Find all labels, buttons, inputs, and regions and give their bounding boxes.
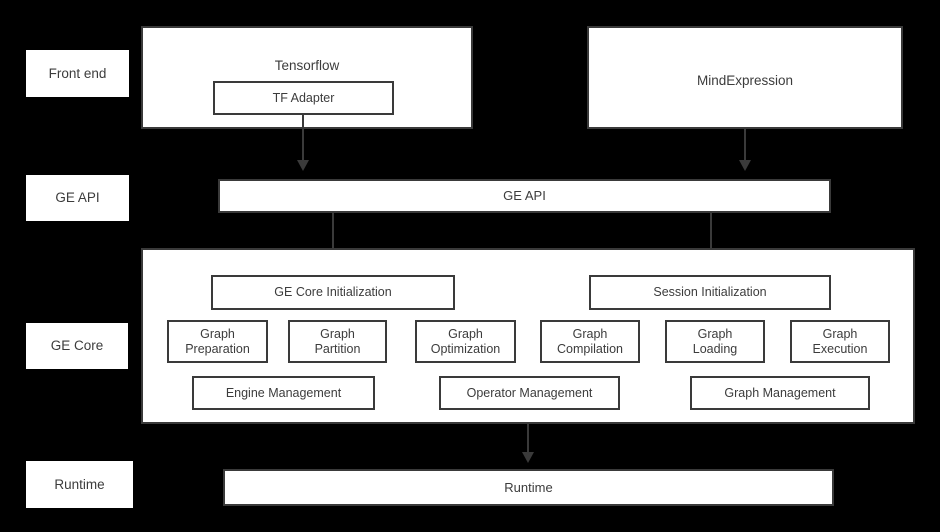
graph-partition-label: Graph Partition [314,326,361,356]
stage-label-text: GE API [55,190,100,206]
operator-management-label: Operator Management [466,385,593,400]
graph-execution-box[interactable]: Graph Execution [790,320,890,363]
mindexpression-container: MindExpression [587,26,903,129]
tf-adapter-box[interactable]: TF Adapter [213,81,394,115]
runtime-bar-label: Runtime [504,479,553,495]
stage-label-text: Front end [48,65,107,81]
graph-compilation-box[interactable]: Graph Compilation [540,320,640,363]
stage-label-text: GE Core [50,338,104,354]
arrowhead-icon [739,160,751,171]
graph-preparation-box[interactable]: Graph Preparation [167,320,268,363]
connector-tf-adapter-to-ge-api [302,115,304,163]
ge-api-bar[interactable]: GE API [218,179,831,213]
arrowhead-icon [522,452,534,463]
session-initialization-label: Session Initialization [653,285,767,300]
engine-management-box[interactable]: Engine Management [192,376,375,410]
connector-ge-api-to-session-initialization [710,213,712,261]
arrowhead-icon [297,160,309,171]
graph-execution-label: Graph Execution [812,326,868,356]
ge-core-initialization-box[interactable]: GE Core Initialization [211,275,455,310]
session-initialization-box[interactable]: Session Initialization [589,275,831,310]
tensorflow-title: Tensorflow [274,58,340,73]
tf-adapter-label: TF Adapter [272,90,335,105]
engine-management-label: Engine Management [225,385,342,400]
operator-management-box[interactable]: Operator Management [439,376,620,410]
graph-loading-box[interactable]: Graph Loading [665,320,765,363]
graph-partition-box[interactable]: Graph Partition [288,320,387,363]
runtime-bar[interactable]: Runtime [223,469,834,506]
stage-label-ge-api: GE API [26,175,129,221]
graph-compilation-label: Graph Compilation [556,326,623,356]
connector-ge-core-to-runtime [527,424,529,456]
graph-loading-label: Graph Loading [692,326,738,356]
mindexpression-title: MindExpression [696,73,794,88]
graph-optimization-label: Graph Optimization [430,326,501,356]
ge-api-bar-label: GE API [503,188,546,204]
stage-label-runtime: Runtime [26,461,133,508]
stage-label-front-end: Front end [26,50,129,97]
graph-management-label: Graph Management [724,385,836,400]
graph-management-box[interactable]: Graph Management [690,376,870,410]
graph-optimization-box[interactable]: Graph Optimization [415,320,516,363]
ge-core-initialization-label: GE Core Initialization [274,285,392,300]
stage-label-text: Runtime [54,476,105,492]
stage-label-ge-core: GE Core [26,323,128,369]
connector-mindexpression-to-ge-api [744,129,746,163]
connector-ge-api-to-ge-core-initialization [332,213,334,261]
graph-preparation-label: Graph Preparation [185,326,250,356]
